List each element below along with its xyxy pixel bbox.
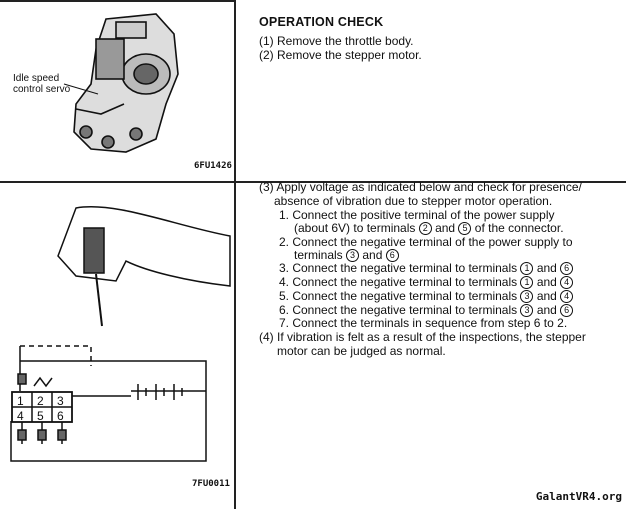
- circled-2: 2: [418, 222, 432, 236]
- terminal-6: 6: [57, 409, 64, 423]
- and-text: and: [362, 248, 383, 262]
- substep-6: 6. Connect the negative terminal to term…: [279, 303, 574, 318]
- substep-5: 5. Connect the negative terminal to term…: [279, 289, 574, 304]
- circled-4: 4: [560, 276, 574, 290]
- substep-2-b: terminals 3 and 6: [294, 248, 399, 263]
- substep-5-text: 5. Connect the negative terminal to term…: [279, 289, 518, 303]
- step-4-line-1: (4) If vibration is felt as a result of …: [259, 330, 586, 344]
- substep-3-text: 3. Connect the negative terminal to term…: [279, 261, 518, 275]
- stepper-test-figure: 1 2 3 4 5 6 7FU0011: [6, 186, 232, 504]
- circled-6: 6: [385, 249, 399, 263]
- terminal-1: 1: [17, 394, 24, 408]
- substep-1-end: of the connector.: [474, 221, 564, 235]
- substep-4-text: 4. Connect the negative terminal to term…: [279, 275, 518, 289]
- substep-7: 7. Connect the terminals in sequence fro…: [279, 316, 568, 330]
- terminal-5: 5: [37, 409, 44, 423]
- figure-code-1: 6FU1426: [194, 161, 232, 171]
- and-text: and: [536, 261, 557, 275]
- figure-code-2: 7FU0011: [192, 479, 230, 489]
- substep-1-b-text: (about 6V) to terminals: [294, 221, 416, 235]
- and-text: and: [536, 303, 557, 317]
- terminal-4: 4: [17, 409, 24, 423]
- substep-4: 4. Connect the negative terminal to term…: [279, 275, 574, 290]
- callout-line-2: control servo: [13, 84, 71, 95]
- top-rule: [0, 0, 236, 2]
- circled-1: 1: [520, 276, 534, 290]
- and-text: and: [435, 221, 456, 235]
- substep-1-a: 1. Connect the positive terminal of the …: [279, 208, 555, 222]
- callout-label: Idle speed control servo: [13, 73, 70, 95]
- circled-5: 5: [458, 222, 472, 236]
- circled-6: 6: [560, 262, 574, 276]
- circled-3: 3: [520, 290, 534, 304]
- step-3-line-1: (3) Apply voltage as indicated below and…: [259, 180, 582, 194]
- terminal-3: 3: [57, 394, 64, 408]
- substep-6-text: 6. Connect the negative terminal to term…: [279, 303, 518, 317]
- and-text: and: [536, 275, 557, 289]
- substep-1-b: (about 6V) to terminals 2 and 5 of the c…: [294, 221, 564, 236]
- terminal-2: 2: [37, 394, 44, 408]
- watermark: GalantVR4.org: [535, 490, 622, 503]
- step-3-line-2: absence of vibration due to stepper moto…: [274, 194, 553, 208]
- throttle-body-figure: Idle speed control servo 6FU1426: [6, 4, 232, 176]
- circled-6: 6: [560, 304, 574, 318]
- section-divider: [0, 181, 626, 183]
- and-text: and: [536, 289, 557, 303]
- circled-4: 4: [560, 290, 574, 304]
- substep-3: 3. Connect the negative terminal to term…: [279, 261, 574, 276]
- step-1: (1) Remove the throttle body.: [259, 34, 414, 48]
- throttle-body-illustration: [63, 13, 179, 153]
- column-divider: [234, 0, 236, 509]
- substep-2-b-text: terminals: [294, 248, 343, 262]
- step-4-line-2: motor can be judged as normal.: [277, 344, 446, 358]
- callout-line-1: Idle speed: [13, 73, 60, 84]
- step-2: (2) Remove the stepper motor.: [259, 48, 422, 62]
- section-title: OPERATION CHECK: [259, 15, 384, 29]
- circled-1: 1: [520, 262, 534, 276]
- stepper-wiring-diagram: 1 2 3 4 5 6: [10, 206, 231, 462]
- substep-2-a: 2. Connect the negative terminal of the …: [279, 235, 573, 249]
